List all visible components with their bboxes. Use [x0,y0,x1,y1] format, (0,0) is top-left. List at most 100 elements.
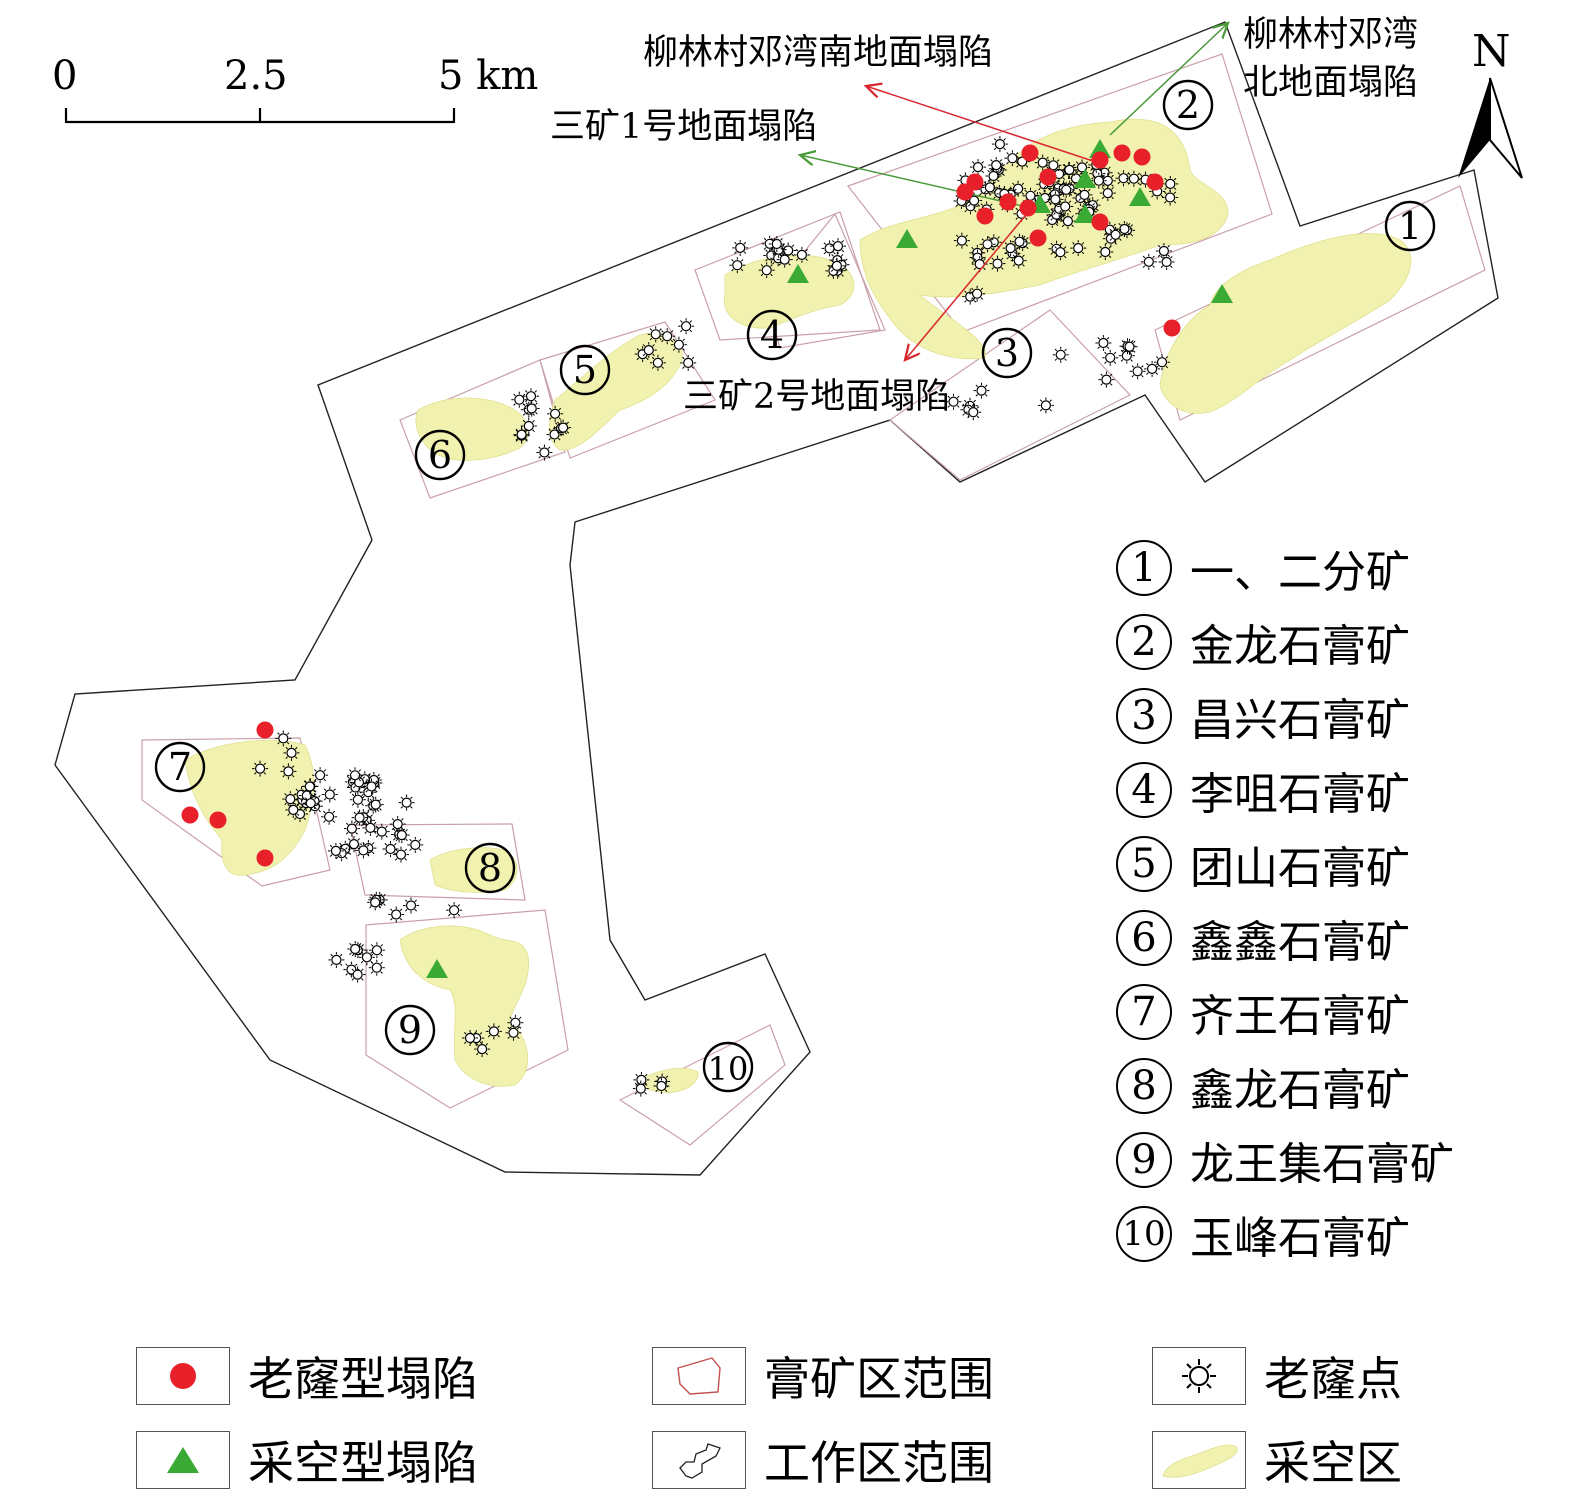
old-cave-point [1155,243,1172,259]
old-cave-point [1102,349,1119,366]
goaf-collapse-marker [1129,187,1151,206]
old-cave-point [828,257,845,274]
old-cave-point [327,842,344,859]
old-cave-point [252,760,269,777]
old-cave-collapse-marker [976,207,994,225]
legend-work-area-range: 工作区范围 [652,1427,994,1493]
old-cave-point [680,354,697,371]
old-cave-collapse-marker [256,721,274,739]
old-cave-point [398,794,415,811]
old-cave-point [732,239,749,256]
old-cave-collapse-marker [956,183,974,201]
old-cave-point [1004,150,1021,167]
old-cave-point [793,246,810,263]
old-cave-point-icon [1182,1359,1216,1393]
goaf-collapse-marker [1211,284,1233,303]
old-cave-point [768,236,785,252]
old-cave-point [393,846,409,863]
mine-legend-item: 5 团山石膏矿 [1116,827,1454,901]
north-label: N [1472,26,1511,77]
old-cave-point [1107,226,1124,243]
old-cave-point [312,767,329,784]
mine-number-badge: 10 [1116,1206,1172,1262]
old-cave-point [1116,221,1133,237]
old-cave-point [351,809,368,826]
old-cave-point [362,819,379,836]
old-cave-point [830,238,846,255]
old-cave-point [1125,170,1142,187]
old-cave-point [367,894,384,911]
mine-legend-name: 团山石膏矿 [1190,843,1410,894]
old-cave-point [1162,189,1179,206]
old-cave-point [1058,181,1075,198]
old-cave-point [970,159,986,176]
svg-text:5: 5 [573,348,597,392]
mine-number-badge: 3 [1116,688,1172,744]
mine-number-badge: 5 [1116,836,1172,892]
goaf-area-icon [1162,1444,1238,1478]
old-cave-point [1010,252,1027,269]
mine-boundary-icon [677,1357,721,1395]
old-cave-point [1037,397,1054,414]
old-cave-point [382,841,399,857]
goaf-collapse-marker [1074,169,1096,188]
mine-legend-name: 鑫鑫石膏矿 [1190,917,1410,968]
old-cave-point [547,405,564,422]
scale-tick-5km: 5 km [438,53,539,99]
red-dot-icon [170,1363,196,1389]
mine-number-badge: 7 [1116,984,1172,1040]
work-boundary-icon [679,1443,721,1479]
old-cave-point [979,236,996,253]
svg-text:9: 9 [398,1008,422,1052]
symbol-legend: 老窿型塌陷 采空型塌陷 膏矿区范围 工作区范围 老窿点 采空区 [136,1343,1556,1493]
svg-text:7: 7 [168,745,192,789]
mine-number-badge: 6 [1116,910,1172,966]
old-cave-point [1154,354,1170,371]
mine-number-circle: 6 [414,429,466,481]
old-cave-point [407,836,424,853]
mine-legend-name: 龙王集石膏矿 [1190,1139,1454,1190]
old-cave-point [321,786,338,803]
old-cave-collapse-markers [181,144,1181,867]
old-cave-point [328,951,345,968]
old-cave-point [368,942,385,959]
old-cave-point [513,426,530,443]
goaf-collapse-marker [426,959,448,978]
old-cave-point [973,382,990,399]
old-cave-point [347,767,363,784]
old-cave-point [367,796,384,813]
old-cave-point [275,730,292,747]
mine-number-circle: 2 [1162,79,1214,131]
old-cave-collapse-marker [256,849,274,867]
mine-number-circle: 10 [702,1041,754,1093]
old-cave-point [649,354,666,371]
mine-number-badge: 4 [1116,762,1172,818]
north-arrow-icon [1458,77,1523,179]
old-cave-point [523,400,540,417]
old-cave-point [389,816,406,833]
old-cave-point [347,941,364,957]
old-cave-point [780,242,797,259]
old-cave-point [640,342,657,359]
old-cave-point [647,326,664,343]
old-cave-point [523,388,539,405]
old-cave-point [462,1030,478,1046]
old-cave-point [985,168,1002,184]
old-cave-point [1129,363,1146,380]
old-cave-point [1052,346,1069,363]
old-cave-point [1052,244,1069,261]
mine-legend-name: 齐王石膏矿 [1190,991,1410,1042]
old-cave-point [670,336,687,353]
old-cave-point [1140,253,1157,270]
old-cave-point [969,285,986,302]
mine-number-badge: 8 [1116,1058,1172,1114]
scale-tick-2-5: 2.5 [224,53,288,99]
